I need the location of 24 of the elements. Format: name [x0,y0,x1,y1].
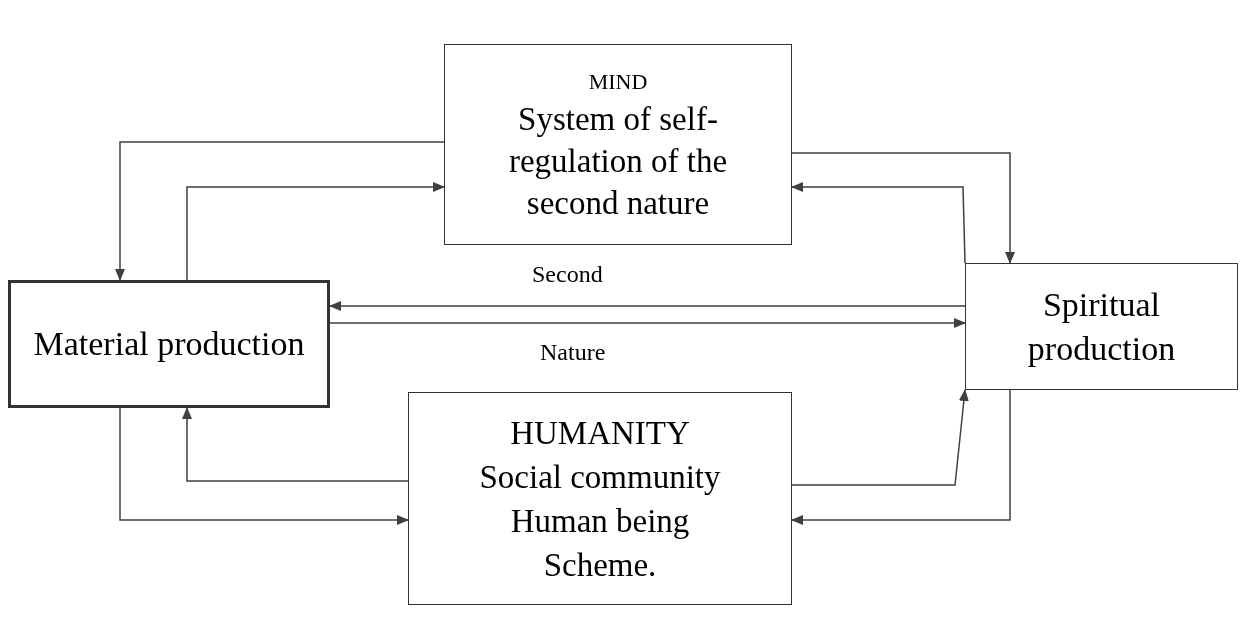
process-box [408,392,792,605]
box-text: Spiritual production [1026,284,1177,369]
box-text: Material production [33,324,305,364]
box-text: Human being [510,501,690,541]
arrow [182,407,409,482]
box-heading: HUMANITY [510,413,690,453]
box-text: Scheme. [543,545,657,585]
arrow [119,407,409,525]
process-box [8,280,330,408]
box-heading: MIND [588,68,648,96]
arrow [791,182,966,264]
arrow [329,318,966,328]
arrow [791,389,1011,525]
arrow [329,301,966,311]
process-box [444,44,792,245]
box-text: Social community [479,457,721,497]
text-label: Nature [540,338,606,367]
process-box [965,263,1238,390]
text-label: Second [532,260,603,289]
arrow [791,389,969,486]
arrow [791,152,1015,264]
box-text: System of self-regulation of the second nature [507,100,729,223]
arrow [186,182,445,281]
arrow [115,141,445,281]
